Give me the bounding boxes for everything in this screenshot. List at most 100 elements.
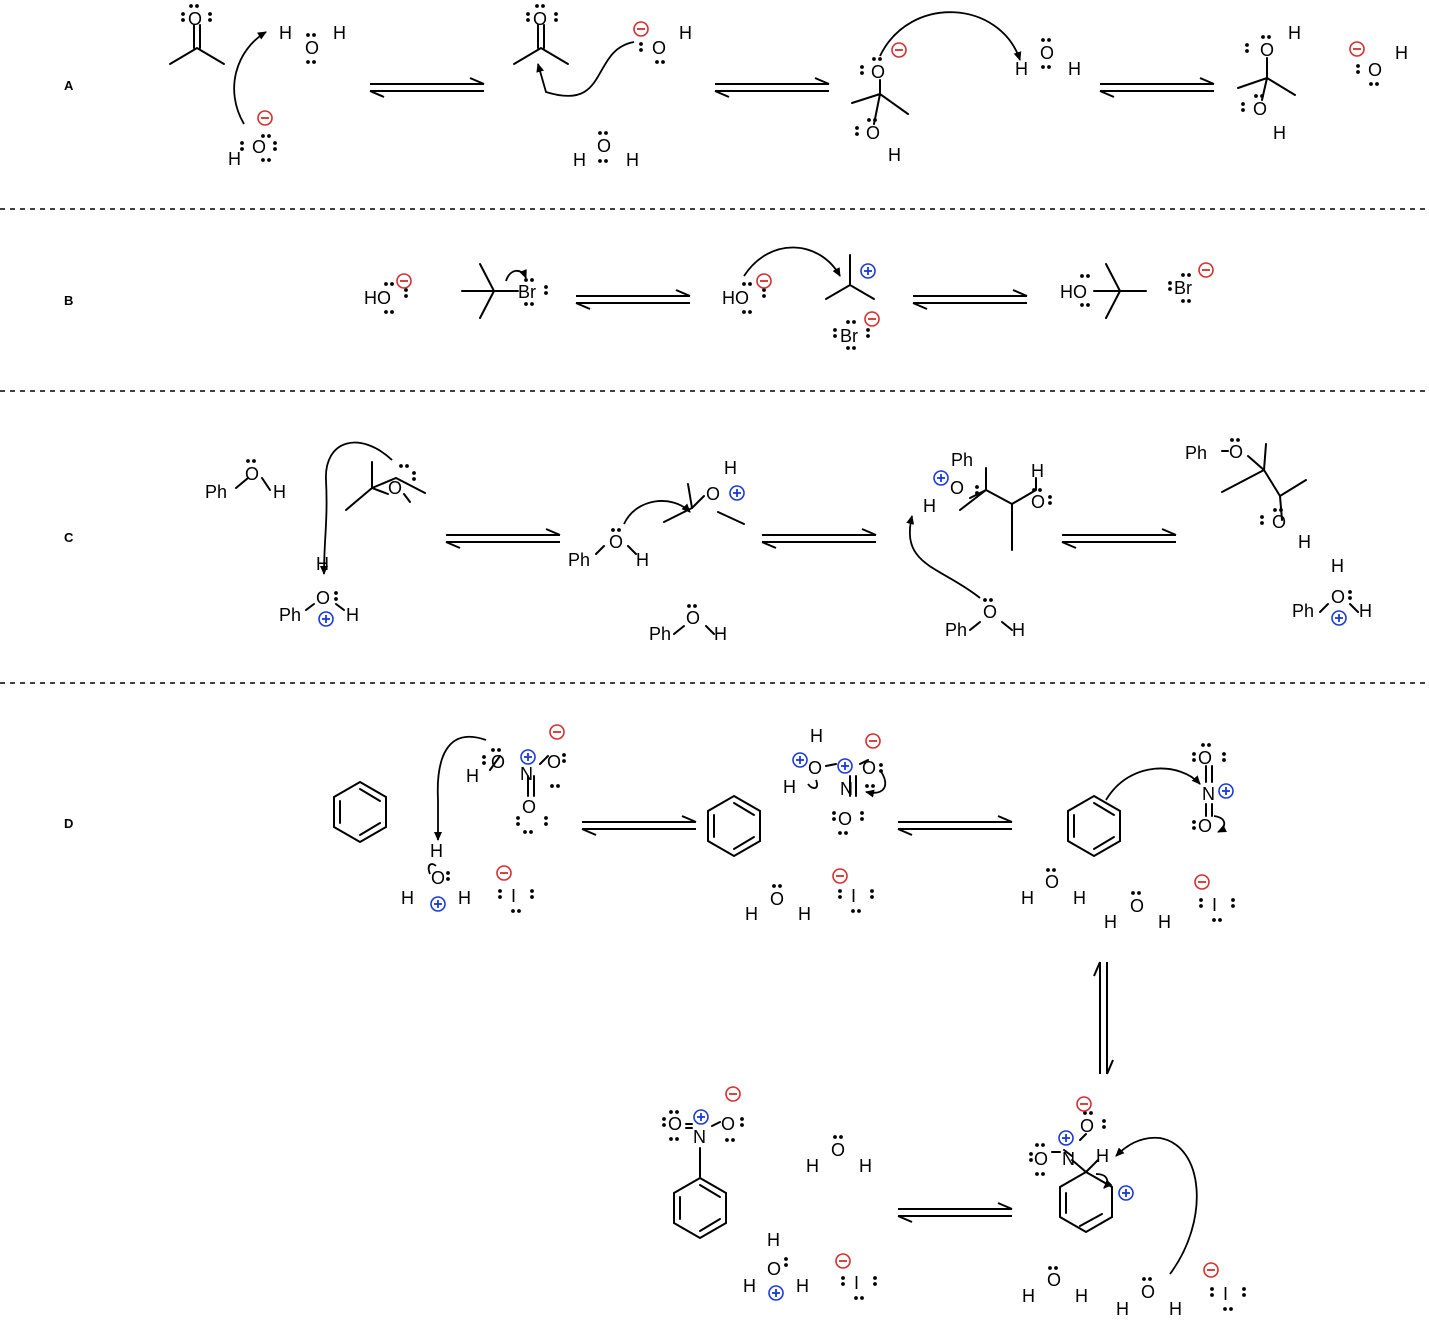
- lone-pair-dots: [879, 763, 883, 773]
- lone-pair-dots: [1181, 299, 1191, 303]
- atom-label-h: H: [228, 149, 241, 169]
- circled-minus-icon: [865, 733, 881, 749]
- circled-plus-icon: [520, 749, 536, 765]
- atom-label-ph: Ph: [1185, 443, 1207, 463]
- atom-label-o: O: [808, 758, 822, 778]
- lone-pair-dots: [1210, 1287, 1214, 1297]
- product-ether-alcohol-skeleton: [1221, 443, 1307, 521]
- atom-label-h: H: [1068, 59, 1081, 79]
- lone-pair-dots: [530, 889, 534, 899]
- atom-label-h: H: [1021, 888, 1034, 908]
- lone-pair-dots: [860, 811, 864, 821]
- lone-pair-dots: [1046, 868, 1056, 872]
- lone-pair-dots: [833, 328, 837, 338]
- atom-label-o: O: [838, 809, 852, 829]
- atom-label-o: O: [1080, 1116, 1094, 1136]
- circled-minus-icon: [257, 110, 273, 126]
- oxonium-skeleton: [959, 467, 1037, 551]
- lone-pair-dots: [273, 141, 277, 151]
- lone-pair-dots: [598, 159, 608, 163]
- lone-pairs-layer: [181, 4, 1379, 1311]
- lone-pair-dots: [1029, 1152, 1033, 1162]
- lone-pair-dots: [742, 282, 752, 286]
- lone-pair-dots: [655, 60, 665, 64]
- atom-label-h: H: [1104, 912, 1117, 932]
- curved-electron-arrow: [505, 269, 527, 282]
- lone-pair-dots: [1131, 891, 1141, 895]
- circled-plus-icon: [1331, 610, 1347, 626]
- atom-label-h: H: [810, 726, 823, 746]
- lone-pair-dots: [544, 816, 548, 826]
- atom-label-o: O: [1130, 896, 1144, 916]
- equilibrium-arrow: [1099, 77, 1215, 98]
- lone-pair-dots: [870, 889, 874, 899]
- curved-electron-arrow: [865, 769, 887, 798]
- atom-label-i: I: [854, 1273, 859, 1293]
- lone-pair-dots: [1273, 508, 1283, 512]
- atom-label-o: O: [1045, 872, 1059, 892]
- atom-label-h: H: [923, 496, 936, 516]
- curved-electron-arrow: [879, 11, 1022, 61]
- lone-pair-dots: [384, 310, 394, 314]
- lone-pair-dots: [189, 4, 199, 8]
- lone-pair-dots: [240, 141, 244, 151]
- atom-label-h: H: [783, 777, 796, 797]
- atom-label-n: N: [520, 764, 533, 784]
- lone-pair-dots: [246, 459, 256, 463]
- lone-pair-dots: [865, 784, 875, 788]
- lone-pair-dots: [1230, 438, 1240, 442]
- lone-pair-dots: [841, 1276, 845, 1286]
- lone-pair-dots: [550, 784, 560, 788]
- lone-pair-dots: [524, 302, 534, 306]
- atom-label-o: O: [831, 1140, 845, 1160]
- circled-minus-icon: [1349, 41, 1365, 57]
- lone-pair-dots: [1356, 64, 1360, 74]
- lone-pair-dots: [983, 598, 993, 602]
- atom-label-o: O: [668, 1114, 682, 1134]
- equilibrium-arrow: [575, 289, 691, 310]
- atom-label-o: O: [770, 889, 784, 909]
- atom-label-h: H: [1288, 23, 1301, 43]
- lone-pair-dots: [832, 811, 836, 821]
- circled-plus-icon: [933, 470, 949, 486]
- tetrahedral-skeleton: [851, 79, 909, 125]
- equilibrium-arrow: [581, 815, 697, 836]
- tert-butyl-cation-skeleton: [825, 254, 875, 300]
- atom-label-h: H: [888, 145, 901, 165]
- atom-label-o: O: [609, 532, 623, 552]
- lone-pair-dots: [399, 464, 409, 468]
- lone-pair-dots: [838, 831, 848, 835]
- atom-label-ph: Ph: [649, 624, 671, 644]
- circled-minus-icon: [633, 21, 649, 37]
- circled-minus-icon: [891, 42, 907, 58]
- atom-label-h: H: [1359, 601, 1372, 621]
- atom-label-ho: HO: [364, 288, 391, 308]
- equilibrium-arrow: [912, 289, 1028, 310]
- circled-plus-icon: [837, 758, 853, 774]
- lone-pair-dots: [498, 889, 502, 899]
- atom-label-h: H: [1273, 123, 1286, 143]
- atom-label-o: O: [1198, 816, 1212, 836]
- lone-pair-dots: [261, 134, 271, 138]
- lone-pair-dots: [1083, 1111, 1093, 1115]
- phenol-bonds: [673, 625, 715, 635]
- atom-label-h: H: [1158, 912, 1171, 932]
- atom-label-o: O: [871, 62, 885, 82]
- atom-label-h: H: [724, 458, 737, 478]
- tert-butyl-bromide-skeleton: [461, 263, 519, 319]
- atom-label-o: O: [188, 9, 202, 29]
- atom-label-o: O: [983, 602, 997, 622]
- circled-minus-icon: [496, 865, 512, 881]
- equilibrium-arrow: [1061, 528, 1177, 549]
- atom-label-o: O: [305, 38, 319, 58]
- lone-pair-dots: [1242, 1287, 1246, 1297]
- atom-label-n: N: [693, 1127, 706, 1147]
- lone-pair-dots: [1260, 515, 1264, 525]
- lone-pair-dots: [1369, 82, 1379, 86]
- curved-electron-arrow: [906, 515, 981, 599]
- lone-pair-dots: [851, 909, 861, 913]
- atom-label-ph: Ph: [568, 550, 590, 570]
- atom-label-h: H: [573, 150, 586, 170]
- atom-label-h: H: [806, 1156, 819, 1176]
- atom-label-h: H: [1116, 1299, 1129, 1317]
